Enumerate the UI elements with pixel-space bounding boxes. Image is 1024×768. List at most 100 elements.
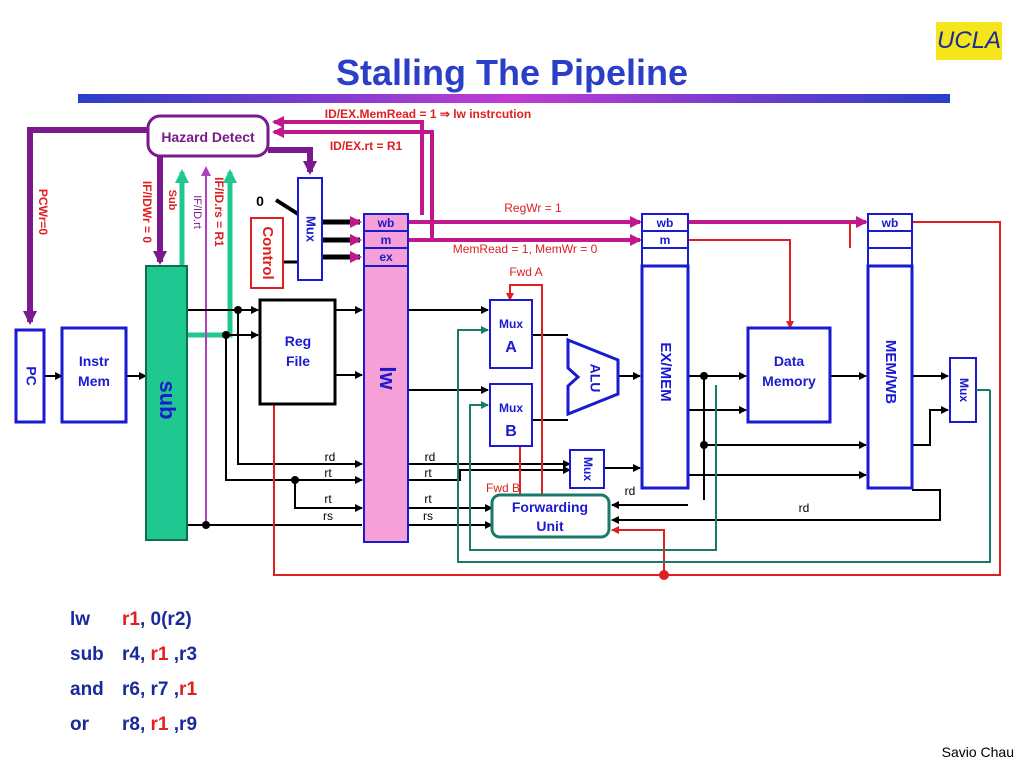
ifid-instruction-label: sub — [155, 380, 180, 419]
forwarding-unit — [490, 493, 611, 539]
mux-a-label-2: A — [505, 339, 517, 356]
forwarding-unit-label-2: Unit — [536, 518, 564, 534]
ucla-logo: UCLA — [936, 22, 1002, 60]
code-hazard-register: r1 — [179, 679, 198, 700]
zero-to-mux-wire — [274, 198, 300, 216]
memwb-register — [866, 264, 914, 490]
idex-memread-label: ID/EX.MemRead = 1 ⇒ lw instrcution — [325, 107, 531, 121]
code-opcode: lw — [70, 609, 91, 630]
code-hazard-register: r1 — [150, 714, 169, 735]
idex-ex-field — [363, 247, 409, 267]
idex-rt-wire — [272, 126, 434, 240]
exmem-label: EX/MEM — [657, 342, 674, 401]
idex-wb-label: wb — [377, 216, 395, 230]
memread-memwr-label: MemRead = 1, MemWr = 0 — [453, 242, 598, 256]
idex-ex-label: ex — [379, 250, 393, 264]
register-file — [258, 298, 337, 406]
ifidwr-label: IF/IDWr = 0 — [140, 181, 154, 243]
mux-a — [489, 299, 533, 369]
zero-label: 0 — [256, 193, 264, 209]
code-operand: r4, — [122, 644, 146, 665]
reg-file-label-1: Reg — [285, 333, 311, 349]
mux-b-label-2: B — [505, 423, 517, 440]
pcwr-label: PCWr=0 — [36, 189, 50, 235]
idex-rt-fwd-in-label: rt — [324, 492, 332, 506]
title-underline-bar — [78, 94, 950, 103]
idex-rd-in-label: rd — [325, 450, 336, 464]
code-operand: r6, r7 , — [122, 679, 180, 700]
control-label: Control — [259, 226, 276, 279]
instr-mem-label-2: Mem — [78, 373, 110, 389]
author-credit: Savio Chau — [941, 744, 1014, 760]
writeback-mux-label: Mux — [957, 378, 971, 402]
control-mux — [297, 177, 323, 281]
code-operand: , 0(r2) — [139, 609, 192, 630]
forwarding-unit-label-1: Forwarding — [512, 499, 588, 515]
mux-b — [489, 383, 533, 447]
fwd-b-label: Fwd B — [486, 481, 520, 495]
memwb-empty-field-1 — [867, 230, 913, 249]
code-opcode: and — [70, 679, 104, 700]
exmem-empty-field — [641, 247, 689, 267]
code-line: or r8, r1 ,r9 — [70, 707, 197, 742]
ifid-rs-label: IF/ID.rs = R1 — [212, 177, 226, 247]
idex-rt-label: ID/EX.rt = R1 — [330, 139, 403, 153]
exmem-wb-label: wb — [656, 216, 674, 230]
pc-register — [14, 328, 46, 424]
data-memory-label-2: Memory — [762, 373, 816, 389]
data-memory-label-1: Data — [774, 353, 805, 369]
code-opcode: or — [70, 714, 89, 735]
idex-rs-out-label: rs — [423, 509, 433, 523]
mux-b-label-1: Mux — [499, 401, 523, 415]
code-opcode: sub — [70, 644, 104, 665]
mux-a-label-1: Mux — [499, 317, 523, 331]
slide-title: Stalling The Pipeline — [335, 52, 689, 93]
idex-rs-in-label: rs — [323, 509, 333, 523]
memwb-empty-field-2 — [867, 247, 913, 267]
code-line: and r6, r7 ,r1 — [70, 672, 197, 707]
idex-m-label: m — [381, 233, 392, 247]
code-hazard-register: r1 — [122, 609, 140, 630]
alu — [566, 337, 620, 417]
memwb-wb-label: wb — [881, 216, 899, 230]
idex-rt-out-label: rt — [424, 466, 432, 480]
idex-memread-wire — [272, 116, 424, 215]
idex-register — [363, 265, 409, 543]
sub-signal-label: Sub — [166, 190, 178, 211]
control-unit — [250, 217, 284, 289]
code-hazard-register: r1 — [145, 644, 169, 665]
exmem-rd-label: rd — [625, 484, 636, 498]
reg-file-label-2: File — [286, 353, 310, 369]
ifid-rt-label: IF/ID.rt — [191, 195, 203, 229]
writeback-mux — [949, 357, 977, 423]
code-operand: ,r3 — [168, 644, 198, 665]
memwb-rd-label: rd — [799, 501, 810, 515]
alu-label: ALU — [587, 364, 603, 393]
code-line: lw r1, 0(r2) — [70, 602, 197, 637]
data-memory — [746, 326, 832, 424]
control-mux-label: Mux — [304, 216, 319, 243]
hazard-to-mux-wire — [268, 147, 317, 175]
hazard-detect-label: Hazard Detect — [161, 129, 255, 145]
idex-rt-in-label: rt — [324, 466, 332, 480]
code-operand: ,r9 — [168, 714, 198, 735]
code-operand: r8, — [122, 714, 151, 735]
idex-rt-fwd-out-label: rt — [424, 492, 432, 506]
memwb-label: MEM/WB — [882, 340, 899, 404]
idex-instruction-label: lw — [375, 366, 400, 390]
hazard-detect-unit — [146, 114, 270, 158]
instr-mem-label-1: Instr — [79, 353, 110, 369]
dest-reg-mux-label: Mux — [581, 457, 595, 481]
instruction-memory — [60, 326, 128, 424]
code-line: sub r4, r1 ,r3 — [70, 637, 197, 672]
regwr-label: RegWr = 1 — [504, 201, 562, 215]
pc-label: PC — [23, 366, 39, 385]
fwd-a-label: Fwd A — [509, 265, 542, 279]
dest-reg-mux — [569, 449, 605, 489]
exmem-register — [640, 264, 690, 490]
idex-rd-out-label: rd — [425, 450, 436, 464]
exmem-m-label: m — [660, 233, 671, 247]
pcwr-wire — [23, 127, 148, 325]
